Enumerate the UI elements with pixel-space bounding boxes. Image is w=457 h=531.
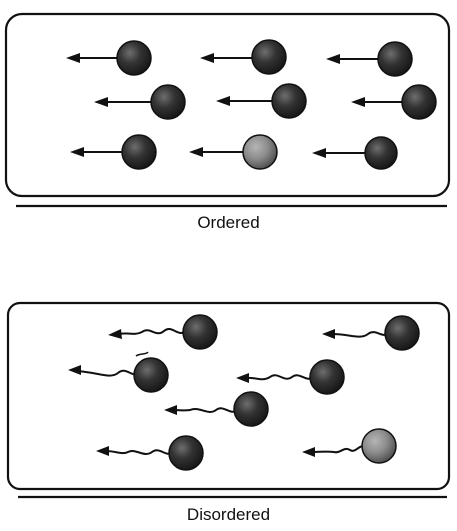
arrowhead-icon [108, 329, 122, 339]
arrowhead-icon [164, 405, 177, 415]
arrowhead-icon [322, 329, 335, 339]
arrowhead-icon [68, 365, 81, 375]
disordered-particle-4 [236, 359, 345, 395]
arrowhead-icon [94, 97, 108, 107]
ordered-caption: Ordered [197, 213, 260, 232]
arrowhead-icon [216, 96, 230, 106]
disordered-particle-7 [302, 428, 397, 464]
arrowhead-icon [200, 53, 214, 63]
disordered-particle-5 [164, 391, 269, 427]
arrowhead-icon [189, 147, 203, 157]
disordered-container [6, 301, 451, 491]
ordered-panel [4, 12, 451, 208]
arrowhead-icon [302, 447, 315, 457]
ordered-particle-1 [66, 40, 152, 76]
ordered-particle-5 [216, 83, 307, 119]
disordered-caption: Disordered [186, 505, 271, 524]
ordered-particle-8 [189, 134, 278, 170]
disordered-panel [6, 301, 451, 499]
disordered-particle-2 [322, 315, 420, 351]
disordered-particle-6 [96, 435, 204, 471]
arrowhead-icon [96, 446, 109, 456]
disordered-particle-1 [108, 314, 218, 350]
ordered-particle-2 [200, 39, 287, 75]
ordered-particle-3 [326, 41, 413, 77]
ordered-particle-7 [70, 134, 157, 170]
arrowhead-icon [326, 54, 340, 64]
arrowhead-icon [66, 53, 80, 63]
ordered-particle-9 [312, 136, 398, 170]
ordered-particle-6 [351, 84, 437, 120]
arrowhead-icon [312, 148, 326, 158]
arrowhead-icon [236, 373, 249, 383]
arrowhead-icon [70, 147, 84, 157]
disordered-particle-3 [68, 351, 169, 393]
arrowhead-icon [351, 97, 365, 107]
ordered-particle-4 [94, 84, 186, 120]
